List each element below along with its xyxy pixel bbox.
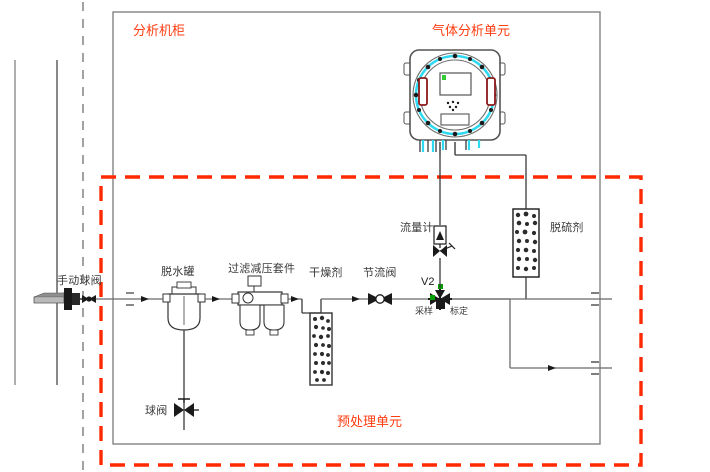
pretreatment-unit-boundary: [99, 175, 643, 467]
label-manual-ball-valve: 手动球阀: [57, 274, 102, 287]
label-pretreatment-unit: 预处理单元: [337, 415, 403, 430]
label-filter-regulator-kit: 过滤减压套件: [228, 262, 296, 275]
label-analysis-cabinet: 分析机柜: [133, 24, 186, 39]
main-sample-line: [96, 292, 160, 306]
analysis-cabinet-outline: [112, 11, 601, 445]
label-dehydration-tank: 脱水罐: [161, 265, 195, 278]
dehydration-tank-symbol: [160, 281, 238, 430]
flow-meter-symbol: [433, 225, 456, 257]
label-gas-analysis-unit: 气体分析单元: [432, 24, 511, 39]
throttle-valve-symbol[interactable]: [368, 293, 392, 305]
label-v2-sampling: 采样: [415, 307, 434, 317]
cabinet-outlet-penetrations: [452, 292, 612, 375]
label-throttle-valve: 节流阀: [363, 266, 397, 279]
ball-valve-symbol[interactable]: [174, 398, 199, 417]
gas-analyzer-unit[interactable]: [403, 49, 506, 152]
label-v2-calibration: 标定: [450, 307, 469, 317]
analyzer-bottom-piping: [439, 142, 526, 156]
sample-probe: [33, 292, 65, 304]
label-v2-tag: V2: [421, 276, 435, 288]
desulfurizer-column-symbol: [512, 155, 540, 299]
label-desiccant: 干燥剂: [309, 266, 343, 279]
calibration-return-line: [452, 298, 600, 371]
label-ball-valve: 球阀: [145, 404, 168, 417]
manual-ball-valve-symbol[interactable]: [64, 288, 96, 310]
label-flow-meter: 流量计: [400, 221, 434, 234]
label-desulfurizer: 脱硫剂: [550, 221, 584, 234]
filter-regulator-kit-symbol: [231, 275, 302, 336]
stack-wall: [14, 60, 58, 385]
desiccant-column-symbol: [301, 299, 333, 386]
